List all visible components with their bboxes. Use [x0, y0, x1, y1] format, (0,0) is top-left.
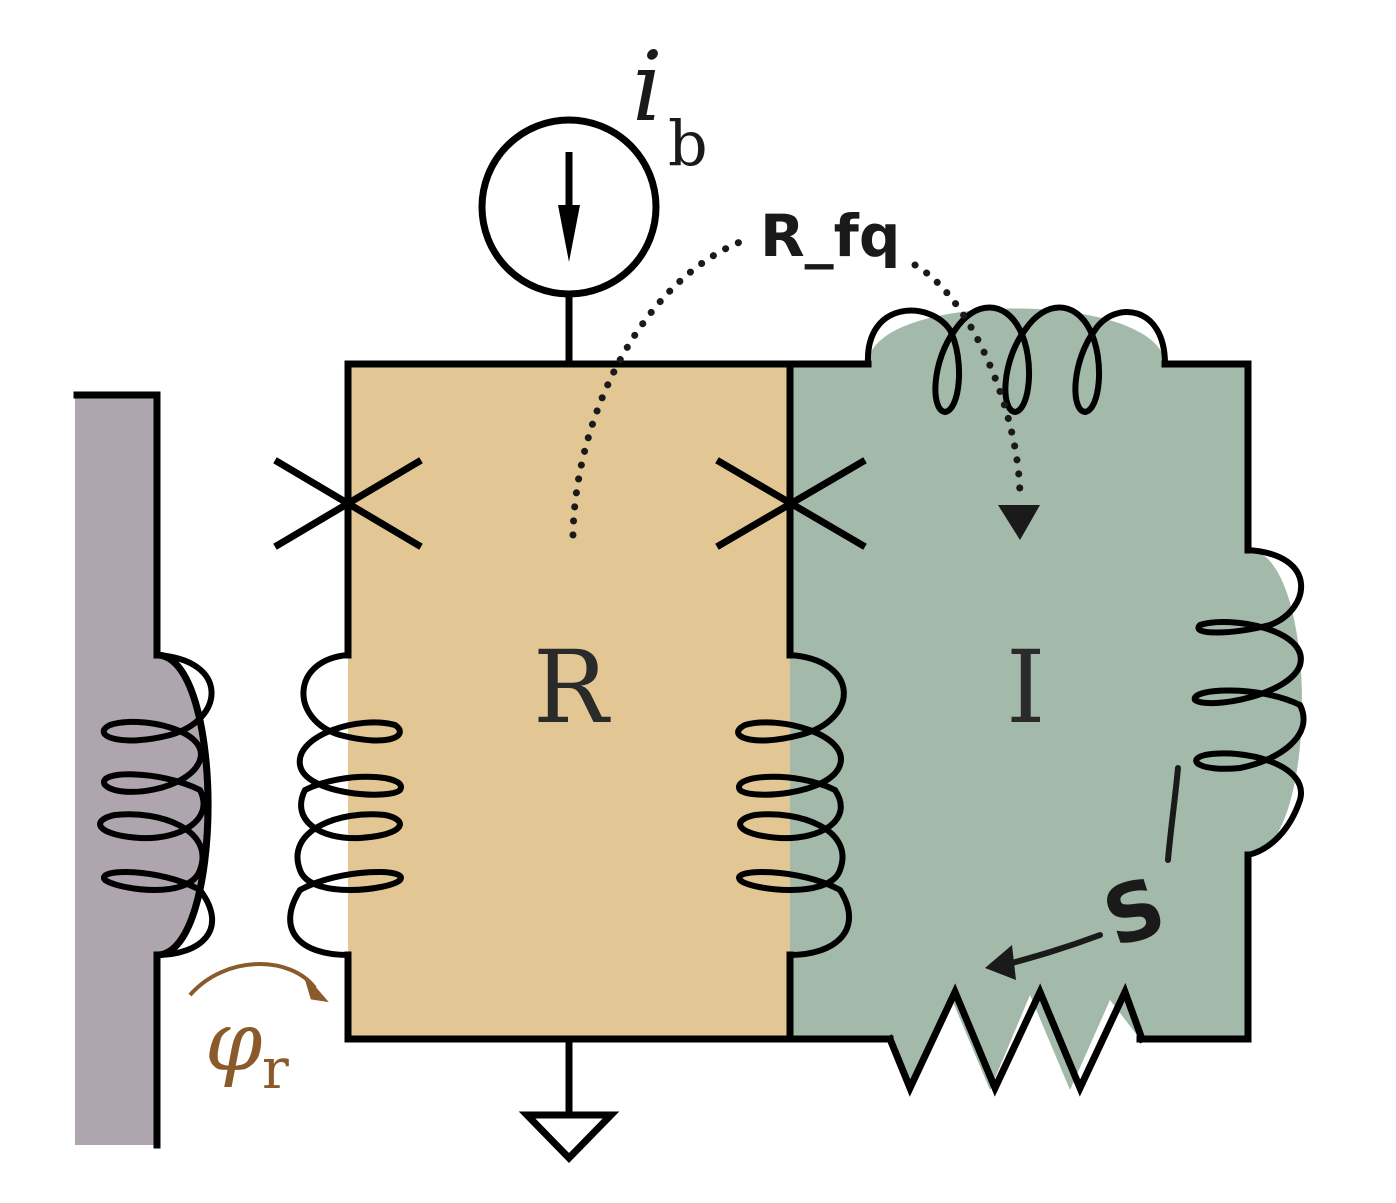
- external-inductor-coil-icon: [97, 652, 215, 958]
- middle-inductor-coil-icon: [735, 652, 853, 958]
- bias-current-label-main: i: [632, 31, 663, 143]
- region-i: [790, 308, 1302, 1090]
- ground-triangle-icon: [518, 1111, 620, 1164]
- current-source-circle-arrow-down-icon: [478, 116, 660, 298]
- region-i-label: I: [1006, 629, 1046, 746]
- region-r-label: R: [533, 629, 611, 746]
- i-top-inductor-coil-icon: [864, 304, 1168, 415]
- rfq-path: [569, 236, 1040, 540]
- r-left-inductor-coil-icon: [287, 652, 404, 958]
- junction-left-cross-icon: [273, 457, 423, 550]
- circuit-wires: [344, 291, 1252, 1119]
- flux-arrow: [188, 962, 329, 1003]
- flux-label-main: φ: [205, 995, 263, 1090]
- junction-right-cross-icon: [715, 457, 867, 550]
- bias-current-label-sub: b: [668, 107, 708, 180]
- region-r: [348, 364, 790, 1039]
- i-right-inductor-coil-icon: [1191, 547, 1307, 858]
- s-path: [985, 765, 1181, 980]
- flux-label-sub: r: [262, 1037, 289, 1102]
- resistor-zigzag-icon: [885, 982, 1147, 1097]
- rfq-label: R_fq: [760, 202, 900, 270]
